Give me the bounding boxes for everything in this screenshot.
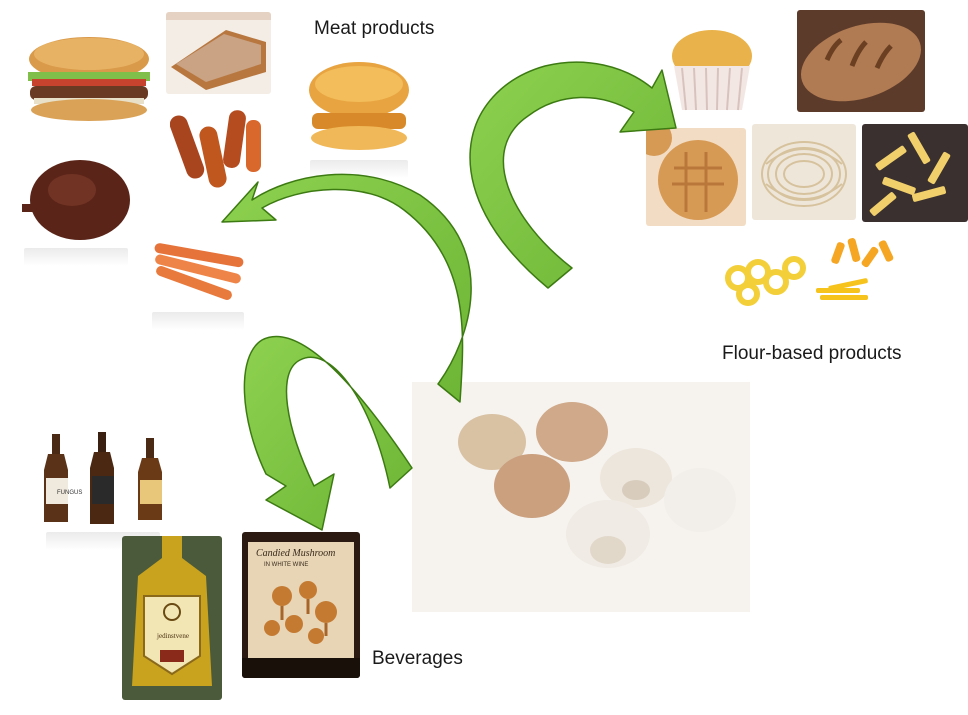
meat-products-label: Meat products — [314, 18, 435, 39]
corn-snacks-image — [716, 232, 906, 312]
sausages-image — [170, 100, 268, 194]
wine-label-title: Candied Mushroom — [256, 548, 336, 559]
arrow-to-meat-products — [221, 173, 472, 403]
candied-mushroom-wine-image: Candied Mushroom IN WHITE WINE — [242, 532, 360, 678]
chicken-burger-image — [304, 58, 414, 158]
blood-sausage-reflection — [24, 248, 128, 266]
chicken-burger-reflection — [310, 160, 408, 178]
mushroom-liqueur-bottle-image: jedinstvene — [122, 536, 222, 700]
liqueur-label-text: jedinstvene — [157, 632, 189, 640]
burger-image — [14, 34, 164, 132]
noodles-image — [752, 124, 856, 220]
blood-sausage-image — [20, 148, 132, 246]
arrow-to-beverages — [243, 335, 413, 531]
wine-label-subtitle: IN WHITE WINE — [264, 562, 309, 568]
frankfurters-image — [148, 238, 248, 310]
frankfurters-reflection — [152, 312, 244, 330]
beer-label-text: FUNGUS — [57, 490, 82, 496]
penne-pasta-image — [862, 124, 968, 222]
mushroom-beer-bottles-image: FUNGUS — [42, 430, 164, 530]
muffin-image — [660, 26, 764, 114]
pate-toast-image — [166, 12, 271, 94]
champignon-mushrooms-image — [412, 382, 750, 612]
flour-based-products-label: Flour-based products — [722, 343, 902, 364]
bread-loaf-image — [797, 10, 925, 112]
beverages-label: Beverages — [372, 648, 463, 669]
arrow-to-flour-products — [469, 61, 677, 289]
cookies-image — [646, 128, 746, 226]
